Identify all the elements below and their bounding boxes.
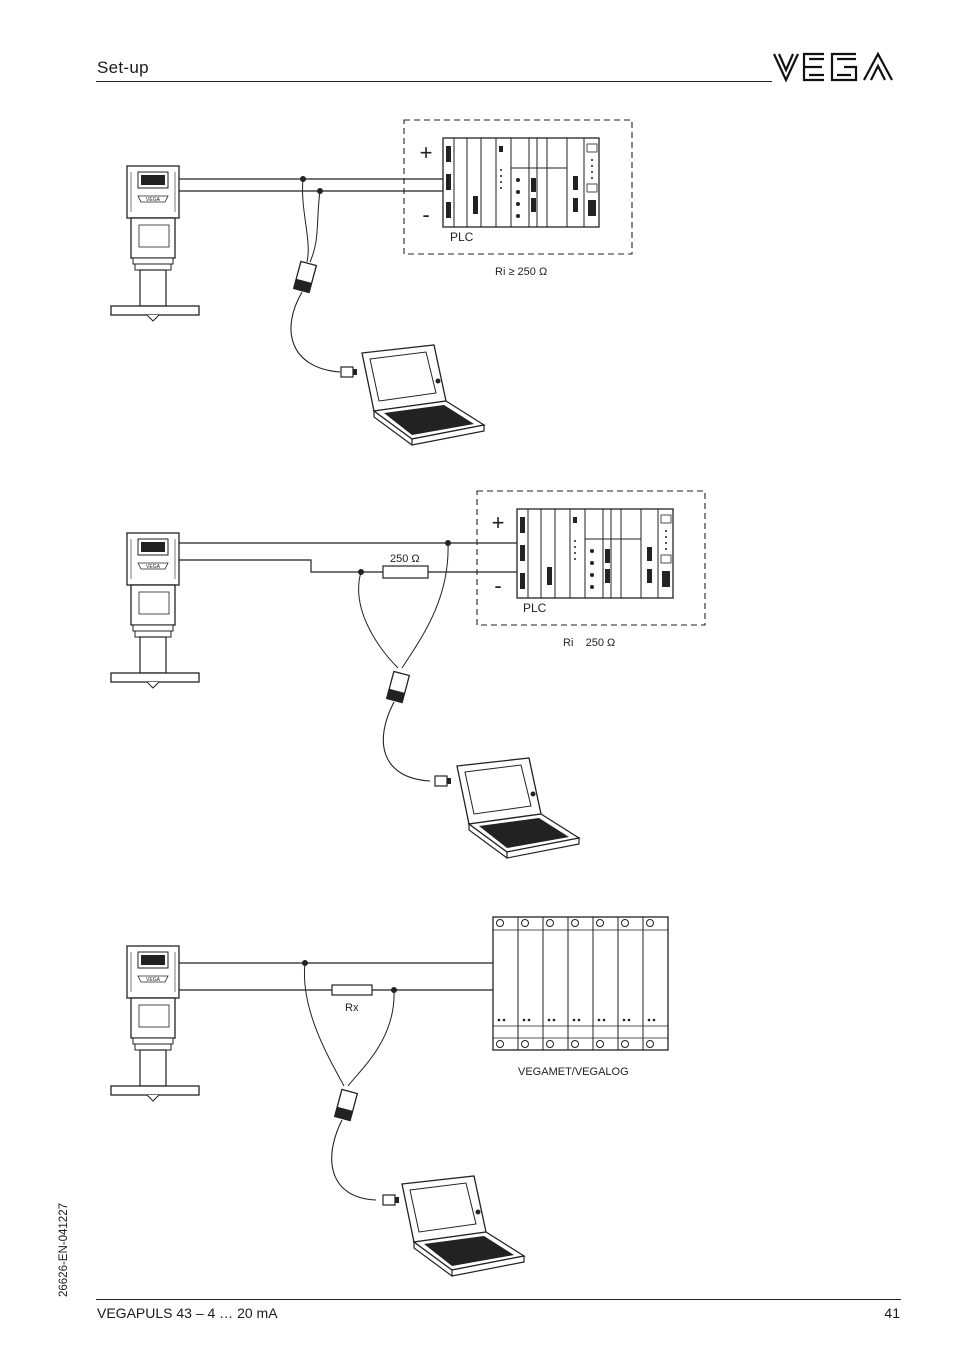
resistor-label: Rx <box>345 1002 359 1014</box>
doc-code: 26626-EN-041227 <box>58 1203 70 1297</box>
vega-logo <box>773 51 893 83</box>
footer-product: VEGAPULS 43 – 4 … 20 mA <box>97 1305 278 1321</box>
laptop-icon <box>456 757 580 859</box>
resistor-label: 250 Ω <box>390 553 420 565</box>
vegamet-rack <box>492 916 669 1051</box>
plc-boundary <box>476 490 706 626</box>
laptop-icon <box>361 344 485 446</box>
figure-3: Rx <box>110 916 669 1277</box>
laptop-icon <box>401 1175 525 1277</box>
footer-rule <box>96 1299 901 1300</box>
sensor-device <box>110 532 200 689</box>
plc-rack <box>516 508 674 599</box>
minus-sign: - <box>422 202 429 227</box>
header-rule <box>96 81 772 82</box>
plc-label: PLC <box>523 601 547 615</box>
plc-rack <box>442 137 600 228</box>
plus-sign: + <box>492 510 505 535</box>
ri-label: Ri ≥ 250 Ω <box>495 266 547 278</box>
footer-page-number: 41 <box>884 1305 900 1321</box>
page-header-title: Set-up <box>97 58 149 77</box>
ri-label: Ri 250 Ω <box>563 637 615 649</box>
figure-2: 250 Ω + - PLC Ri 250 Ω <box>110 490 706 859</box>
sensor-device <box>110 165 200 322</box>
minus-sign: - <box>494 573 501 598</box>
resistor-250 <box>382 565 429 579</box>
sensor-device <box>110 945 200 1102</box>
plc-boundary <box>403 119 633 255</box>
resistor-rx <box>331 984 373 996</box>
plc-label: PLC <box>450 230 474 244</box>
plus-sign: + <box>420 140 433 165</box>
vegamet-label: VEGAMET/VEGALOG <box>518 1066 629 1078</box>
figure-1: + - PLC Ri ≥ 250 Ω <box>110 119 633 446</box>
